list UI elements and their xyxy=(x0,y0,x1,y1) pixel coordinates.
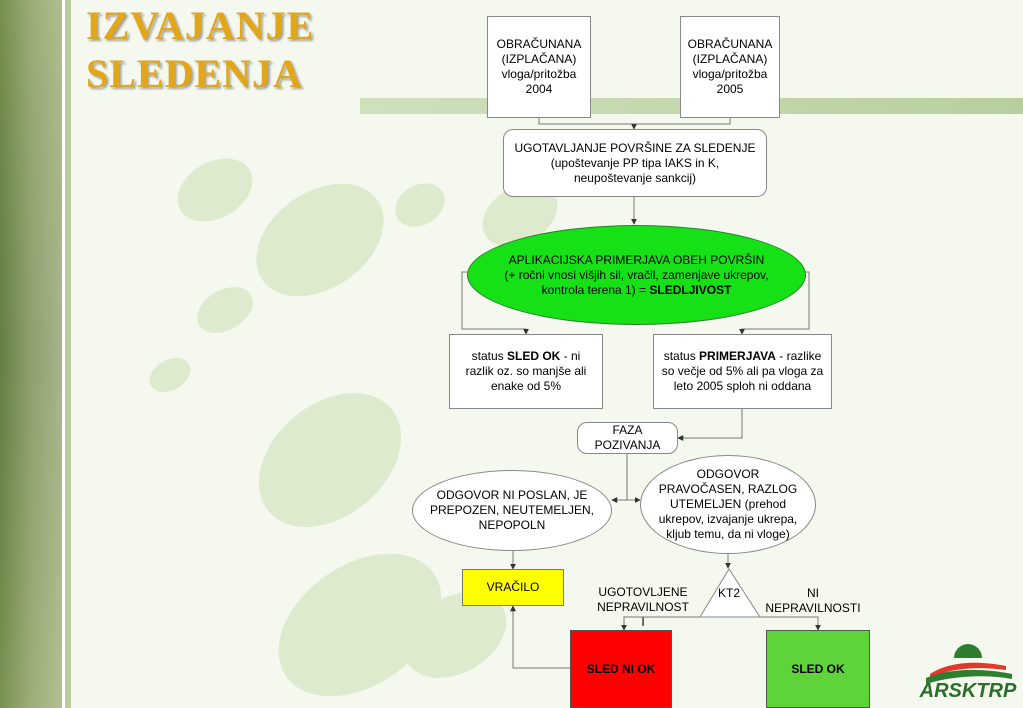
edge-label-line: NI xyxy=(807,586,819,600)
node-text: - ni razlik oz. so manjše ali enake od 5… xyxy=(465,349,587,393)
node-sled-ni-ok: SLED NI OK xyxy=(570,630,672,708)
node-line: neupoštevanje sankcij) xyxy=(573,170,697,185)
kt2-decision-triangle xyxy=(699,568,761,618)
node-odgovor-pravocasen: ODGOVOR PRAVOČASEN, RAZLOG UTEMELJEN (pr… xyxy=(640,455,816,554)
node-line: OBRAČUNANA xyxy=(687,37,773,51)
node-kt2-label: KT2 xyxy=(717,586,740,600)
node-text: status xyxy=(663,349,700,363)
node-ugotavljanje-povrsine: UGOTAVLJANJE POVRŠINE ZA SLEDENJE (upošt… xyxy=(503,129,767,197)
node-aplikacijska-primerjava: APLIKACIJSKA PRIMERJAVA OBEH POVRŠIN (+ … xyxy=(467,225,806,325)
node-line: (IZPLAČANA) xyxy=(692,52,768,66)
node-odgovor-ni-poslan: ODGOVOR NI POSLAN, JE PREPOZEN, NEUTEMEL… xyxy=(412,470,612,551)
edge-faza-odg1 xyxy=(611,454,628,503)
edge-src1-ugot xyxy=(538,118,634,125)
node-line: vloga/pritožba xyxy=(692,67,768,81)
node-text: APLIKACIJSKA PRIMERJAVA OBEH POVRŠIN (+ … xyxy=(504,252,769,297)
node-status-primerjava: status PRIMERJAVA - razlike so večje od … xyxy=(653,334,832,409)
logo-text: ARSKTRP xyxy=(919,680,1017,702)
edge-apl-sok xyxy=(461,271,529,335)
node-line: FAZA xyxy=(612,423,643,437)
landscape-sun-icon xyxy=(926,644,1012,684)
node-faza-pozivanja: FAZA POZIVANJA xyxy=(577,422,678,454)
node-line: 2004 xyxy=(525,82,553,96)
node-line: POZIVANJA xyxy=(594,438,661,452)
node-vracilo: VRAČILO xyxy=(462,569,564,606)
node-line: UGOTAVLJANJE POVRŠINE ZA SLEDENJE xyxy=(514,140,756,155)
slide-title-line-2: SLEDENJA xyxy=(86,51,303,96)
edge-label-line: NEPRAVILNOST xyxy=(597,600,689,614)
edge-label-line: I xyxy=(641,615,645,629)
edge-kt2-slnok xyxy=(621,616,700,631)
node-text: SLED NI OK xyxy=(586,661,656,676)
node-text: SLED OK xyxy=(791,661,845,676)
edge-label-line: NEPRAVILNOSTI xyxy=(765,601,861,615)
node-text: VRAČILO xyxy=(486,580,540,594)
slide-title: IZVAJANJE SLEDENJA xyxy=(86,2,314,98)
node-bold-text: SLED OK xyxy=(507,349,561,363)
edge-sprim-faza xyxy=(677,409,743,441)
node-bold-text: PRIMERJAVA xyxy=(699,349,776,363)
node-line: (upoštevanje PP tipa IAKS in K, xyxy=(550,155,720,170)
node-bold-text: SLEDLJIVOST xyxy=(649,282,732,297)
node-status-sled-ok: status SLED OK - ni razlik oz. so manjše… xyxy=(449,334,603,409)
node-line: 2005 xyxy=(716,82,744,96)
node-line: OBRAČUNANA xyxy=(496,37,582,51)
edge-kt2-slok xyxy=(760,616,821,631)
arsktrp-logo: ARSKTRP xyxy=(916,644,1020,706)
edge-label-ugotovljene-nepravilnosti: UGOTOVLJENE NEPRAVILNOST I xyxy=(588,585,698,630)
node-sled-ok: SLED OK xyxy=(766,630,870,708)
node-text: - razlike so večje od 5% ali pa vloga za… xyxy=(661,349,824,393)
slide-title-line-1: IZVAJANJE xyxy=(86,3,315,48)
node-text: status xyxy=(471,349,507,363)
node-line: vloga/pritožba xyxy=(501,67,577,81)
edge-src2-ugot xyxy=(631,118,731,130)
edge-slnok-vrac xyxy=(510,605,570,669)
edge-apl-sprim xyxy=(739,271,810,335)
node-obracunana-2004: OBRAČUNANA (IZPLAČANA) vloga/pritožba 20… xyxy=(487,16,591,118)
edge-label-ni-nepravilnosti: NI NEPRAVILNOSTI xyxy=(758,586,868,616)
node-obracunana-2005: OBRAČUNANA (IZPLAČANA) vloga/pritožba 20… xyxy=(680,16,780,118)
node-line: (IZPLAČANA) xyxy=(501,52,577,66)
edge-label-line: UGOTOVLJENE xyxy=(598,585,688,599)
node-text: ODGOVOR NI POSLAN, JE PREPOZEN, NEUTEMEL… xyxy=(429,488,595,532)
node-text: ODGOVOR PRAVOČASEN, RAZLOG UTEMELJEN (pr… xyxy=(658,467,798,541)
